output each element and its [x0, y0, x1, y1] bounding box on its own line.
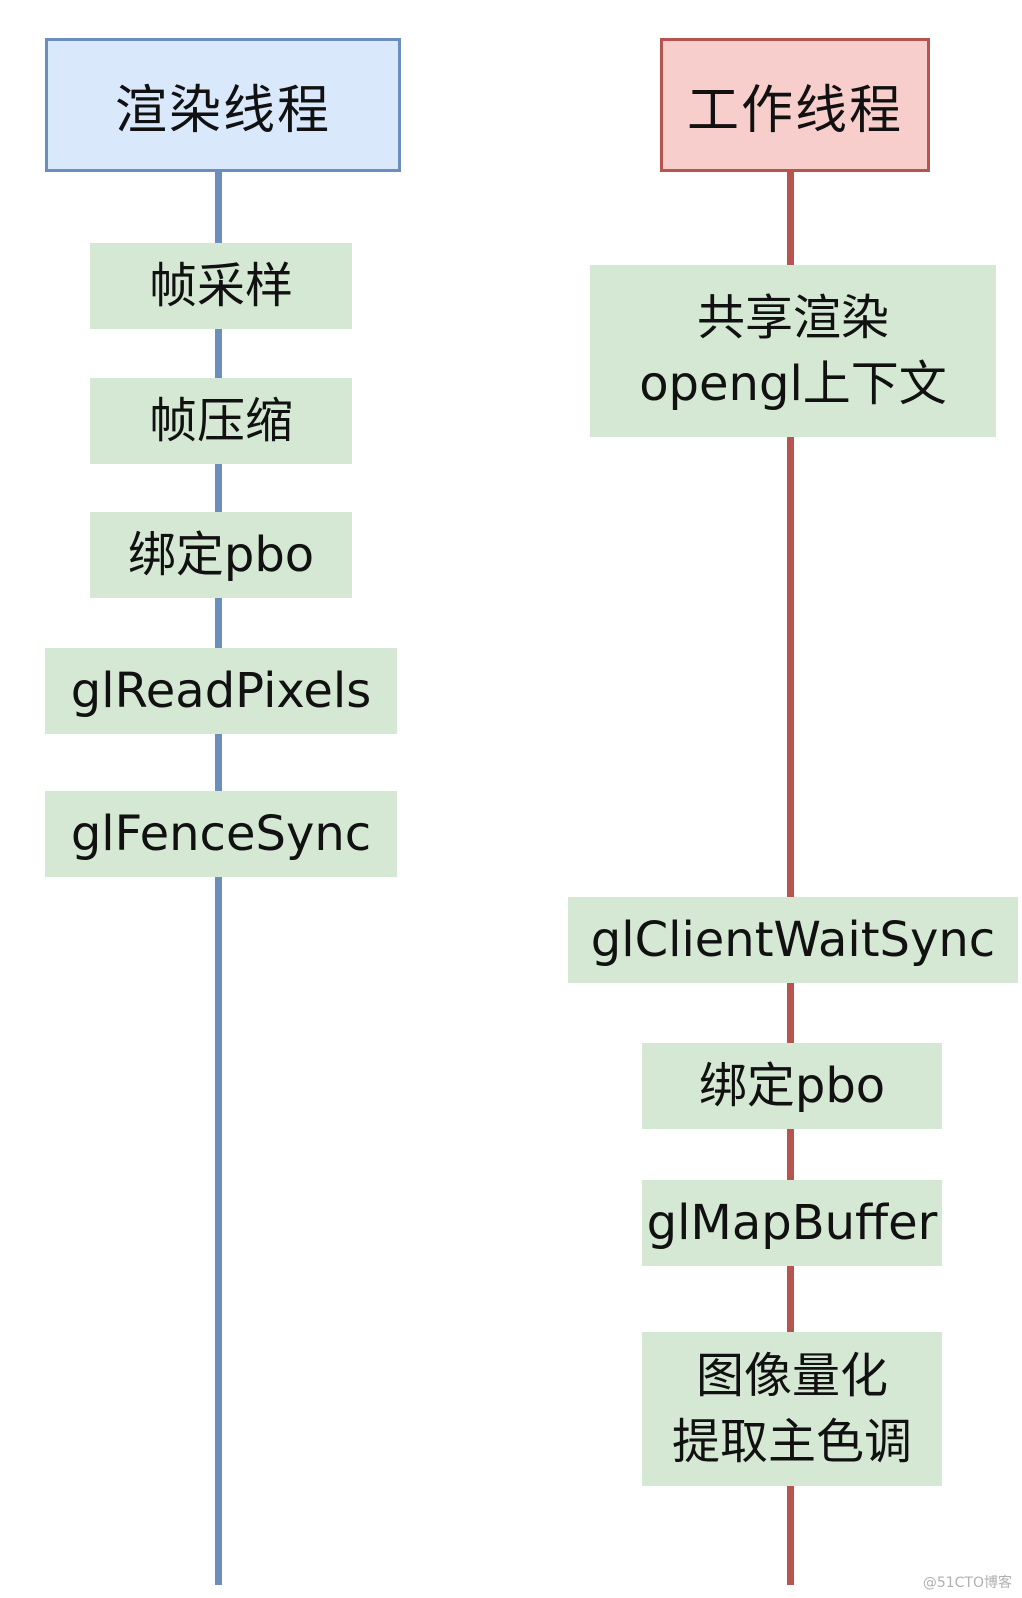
- render-step-glfencesync: glFenceSync: [45, 791, 397, 877]
- render-step-frame-sampling: 帧采样: [90, 243, 352, 329]
- render-thread-title: 渲染线程: [114, 80, 331, 141]
- render-step-glreadpixels: glReadPixels: [45, 648, 397, 734]
- work-step-glclientwaitsync: glClientWaitSync: [568, 897, 1018, 983]
- work-thread-lifeline: [787, 170, 794, 1585]
- render-thread-header: 渲染线程: [45, 38, 401, 172]
- work-step-share-context: 共享渲染 opengl上下文: [590, 265, 996, 437]
- work-step-glmapbuffer: glMapBuffer: [642, 1180, 942, 1266]
- work-step-quantize-extract: 图像量化 提取主色调: [642, 1332, 942, 1486]
- work-thread-title: 工作线程: [686, 80, 903, 141]
- work-step-bind-pbo: 绑定pbo: [642, 1043, 942, 1129]
- render-thread-lifeline: [215, 170, 222, 1585]
- render-step-frame-compression: 帧压缩: [90, 378, 352, 464]
- work-thread-header: 工作线程: [660, 38, 930, 172]
- watermark: @51CTO博客: [922, 1575, 1012, 1591]
- render-step-bind-pbo: 绑定pbo: [90, 512, 352, 598]
